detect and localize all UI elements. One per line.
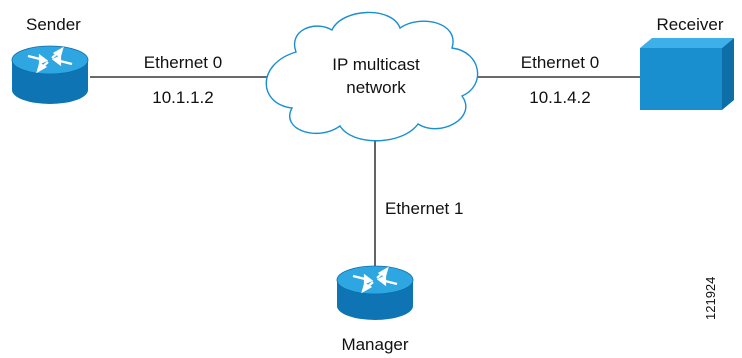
manager-interface-label: Ethernet 1 bbox=[385, 199, 463, 218]
figure-id: 121924 bbox=[703, 277, 718, 320]
receiver-label: Receiver bbox=[656, 15, 723, 34]
receiver-interface-label: Ethernet 0 bbox=[521, 53, 599, 72]
receiver-host-icon bbox=[640, 38, 734, 110]
sender-interface-label: Ethernet 0 bbox=[144, 53, 222, 72]
sender-label: Sender bbox=[26, 15, 81, 34]
manager-router-icon bbox=[336, 265, 414, 320]
sender-router-icon bbox=[11, 45, 89, 104]
receiver-address-label: 10.1.4.2 bbox=[529, 88, 590, 107]
cloud-label-line1: IP multicast bbox=[332, 55, 420, 74]
multicast-cloud-icon bbox=[265, 11, 479, 142]
manager-label: Manager bbox=[341, 335, 408, 354]
sender-address-label: 10.1.1.2 bbox=[152, 88, 213, 107]
cloud-label-line2: network bbox=[346, 78, 406, 97]
